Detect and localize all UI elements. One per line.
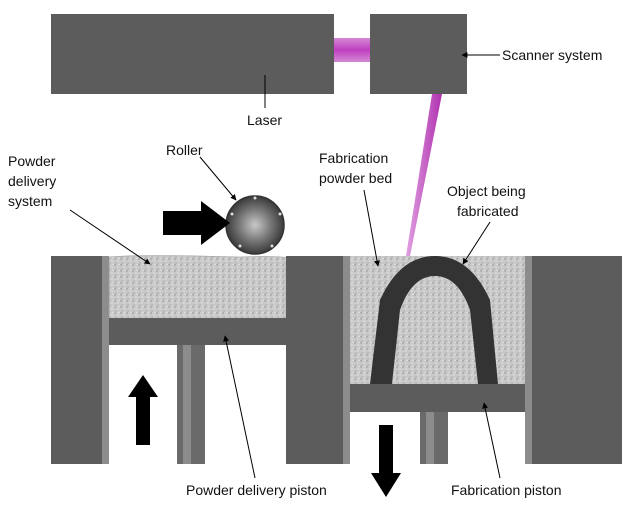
object-label-1: Object being	[447, 183, 526, 199]
powder-system-label-1: Powder	[8, 153, 56, 169]
roller	[225, 195, 285, 255]
leader-object	[462, 221, 491, 265]
arrow-up-icon	[128, 375, 158, 445]
fabrication-piston-rod-shine	[426, 412, 434, 464]
fabrication-piston-plate	[350, 384, 525, 412]
leader-fabrication-bed	[363, 189, 380, 267]
laser-beam-down	[406, 94, 442, 256]
roller-dot-1	[253, 196, 257, 200]
fabrication-bed-label-2: powder bed	[319, 170, 392, 186]
delivery-left-wall-shine	[102, 256, 109, 464]
leader-fabrication-piston	[482, 402, 501, 479]
fabrication-bed-label-1: Fabrication	[319, 150, 388, 166]
roller-dot-5	[270, 244, 274, 248]
laser-beam-horizontal	[334, 38, 370, 62]
leader-powder-system	[69, 209, 151, 265]
object-label-2: fabricated	[457, 203, 518, 219]
scanner-label: Scanner system	[502, 47, 602, 63]
arrow-down-icon	[371, 425, 401, 497]
leader-roller	[199, 156, 237, 201]
right-wall	[525, 256, 622, 464]
roller-dot-2	[278, 212, 282, 216]
fabrication-piston-label: Fabrication piston	[451, 482, 562, 498]
arrow-right-icon	[163, 201, 230, 245]
middle-wall-shine	[343, 256, 350, 464]
delivery-left-wall	[51, 256, 109, 464]
delivery-powder	[108, 255, 301, 321]
powder-system-label-2: delivery	[8, 173, 56, 189]
middle-wall	[286, 256, 350, 464]
roller-dot-3	[230, 212, 234, 216]
roller-label: Roller	[166, 142, 203, 158]
delivery-piston-label: Powder delivery piston	[186, 482, 327, 498]
laser-box	[51, 14, 334, 94]
delivery-piston-plate	[109, 318, 286, 345]
delivery-piston-rod-shine	[183, 345, 191, 464]
fabricated-object	[370, 256, 498, 384]
powder-system-label-3: system	[8, 193, 52, 209]
laser-label: Laser	[247, 112, 282, 128]
leader-delivery-piston	[223, 335, 256, 479]
scanner-box	[370, 14, 467, 94]
roller-dot-4	[238, 244, 242, 248]
right-wall-shine	[525, 256, 532, 464]
